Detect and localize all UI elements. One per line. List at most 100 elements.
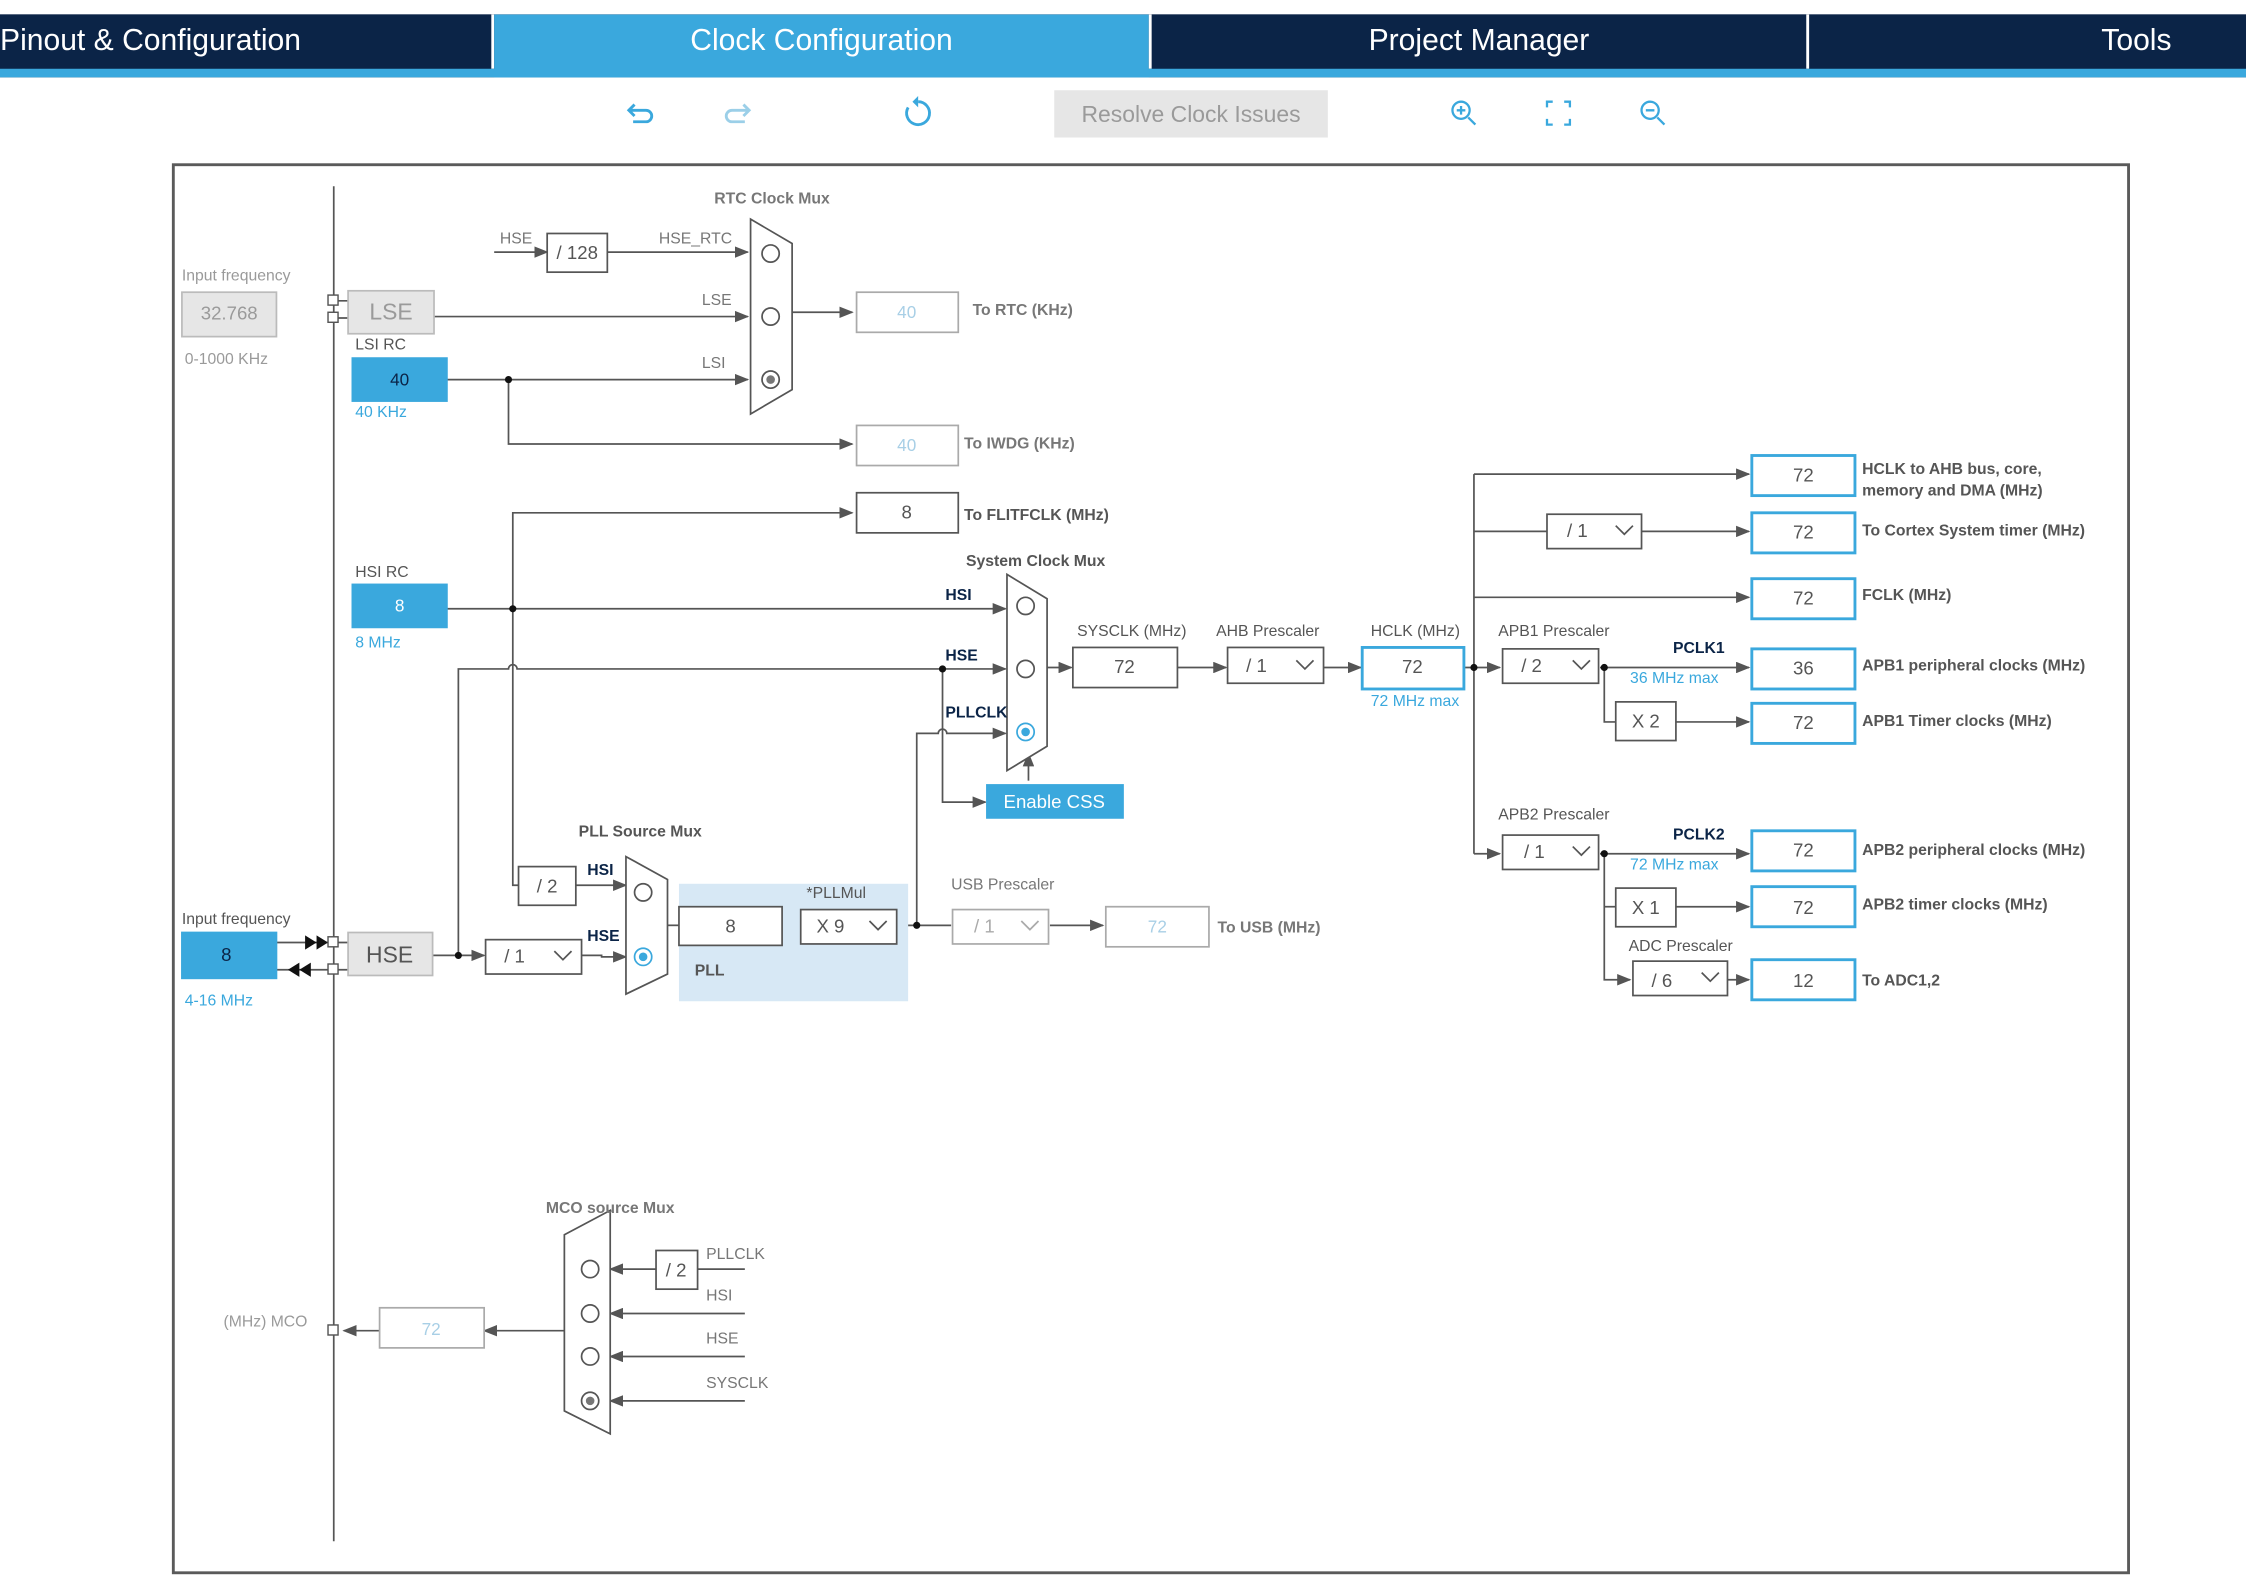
usb-output-label: To USB (MHz) xyxy=(1218,919,1321,936)
fclk-output-field[interactable] xyxy=(1750,577,1857,621)
apb1-peripheral-output-value: 36 xyxy=(1793,658,1814,679)
adc-output-label: To ADC1,2 xyxy=(1862,972,1940,989)
hclk-field[interactable] xyxy=(1360,646,1466,691)
fit-to-screen-icon[interactable] xyxy=(1541,95,1575,132)
rtc-output-field xyxy=(855,291,960,334)
redo-icon[interactable] xyxy=(719,95,753,132)
pll-mul-select[interactable] xyxy=(799,908,898,945)
lse-block-label: LSE xyxy=(369,298,412,324)
cortex-timer-div-value: / 1 xyxy=(1567,520,1588,541)
hse-input-value: 8 xyxy=(221,944,231,965)
pll-mul-label: *PLLMul xyxy=(806,885,866,902)
hse-block-label: HSE xyxy=(366,942,413,968)
pll-src-hse-label: HSE xyxy=(587,928,619,945)
apb2-timer-output-value: 72 xyxy=(1793,897,1814,918)
mco-radio-hsi[interactable] xyxy=(580,1304,600,1323)
hse-div128-box xyxy=(546,232,609,274)
apb2-peripheral-output-field[interactable] xyxy=(1750,829,1857,873)
cortex-timer-output-field[interactable] xyxy=(1750,511,1857,555)
tab-separator xyxy=(1806,14,1810,69)
rtc-div128-label: / 128 xyxy=(557,242,598,263)
pclk2-label: PCLK2 xyxy=(1673,826,1725,843)
apb2-timer-mul-box xyxy=(1614,887,1677,928)
undo-icon[interactable] xyxy=(625,95,659,132)
tab-separator xyxy=(1148,14,1152,69)
pll-input-field xyxy=(678,905,783,947)
flitfclk-output-field xyxy=(855,491,960,534)
fclk-output-label: FCLK (MHz) xyxy=(1862,587,1951,604)
apb1-prescaler-select[interactable] xyxy=(1501,648,1600,685)
enable-css-button[interactable] xyxy=(986,784,1124,819)
adc-output-value: 12 xyxy=(1793,970,1814,991)
flitfclk-output-label: To FLITFCLK (MHz) xyxy=(964,507,1109,524)
cortex-timer-div-select[interactable] xyxy=(1546,513,1643,550)
zoom-in-icon[interactable] xyxy=(1447,95,1481,132)
hse-input-label: Input frequency xyxy=(182,911,291,928)
ahb-output-field[interactable] xyxy=(1750,454,1857,498)
mco-output-label: (MHz) MCO xyxy=(223,1313,307,1330)
sys-mux-title: System Clock Mux xyxy=(966,553,1105,570)
apb2-timer-output-field[interactable] xyxy=(1750,885,1857,929)
iwdg-output-field xyxy=(855,424,960,467)
ahb-prescaler-label: AHB Prescaler xyxy=(1216,623,1319,640)
mco-pll-div2-box xyxy=(655,1249,699,1291)
mco-output-value: 72 xyxy=(422,1319,441,1339)
pll-label: PLL xyxy=(695,962,725,979)
lse-input-label: Input frequency xyxy=(182,268,291,285)
apb2-prescaler-select[interactable] xyxy=(1501,834,1600,871)
sysclk-value: 72 xyxy=(1114,656,1135,677)
cortex-timer-output-value: 72 xyxy=(1793,522,1814,543)
sysclk-field[interactable] xyxy=(1072,646,1179,689)
tab-tools[interactable]: Tools xyxy=(2101,24,2172,58)
pll-source-mux xyxy=(625,855,669,996)
adc-output-field[interactable] xyxy=(1750,958,1857,1002)
adc-prescaler-select[interactable] xyxy=(1632,960,1729,997)
mco-hse-label: HSE xyxy=(706,1331,738,1348)
hse-input-frequency-field[interactable] xyxy=(181,931,278,980)
mco-output-field xyxy=(378,1306,486,1349)
reset-icon[interactable] xyxy=(900,95,937,132)
sys-mux-radio-hse[interactable] xyxy=(1016,659,1036,679)
apb2-timer-mul-label: X 1 xyxy=(1632,897,1660,918)
hclk-value: 72 xyxy=(1402,656,1423,677)
radio-selected-dots xyxy=(585,375,1030,1406)
pll-input-value: 8 xyxy=(725,915,735,936)
sys-mux-radio-hsi[interactable] xyxy=(1016,596,1036,616)
resolve-clock-issues-button[interactable]: Resolve Clock Issues xyxy=(1054,90,1328,138)
zoom-out-icon[interactable] xyxy=(1636,95,1670,132)
adc-prescaler-value: / 6 xyxy=(1652,970,1673,991)
apb1-timer-output-field[interactable] xyxy=(1750,701,1857,745)
tab-project-manager[interactable]: Project Manager xyxy=(1368,24,1590,58)
ahb-output-label: HCLK to AHB bus, core, xyxy=(1862,461,2042,478)
mco-hsi-label: HSI xyxy=(706,1288,732,1305)
pclk1-max-note: 36 MHz max xyxy=(1630,670,1719,687)
mco-radio-pllclk[interactable] xyxy=(580,1259,600,1279)
ahb-output-value: 72 xyxy=(1793,464,1814,485)
apb1-peripheral-output-field[interactable] xyxy=(1750,647,1857,691)
lsi-rc-block xyxy=(351,357,448,402)
apb2-peripheral-output-value: 72 xyxy=(1793,840,1814,861)
rtc-mux-radio-hse[interactable] xyxy=(761,244,781,263)
pll-src-radio-hsi[interactable] xyxy=(633,882,653,902)
enable-css-label: Enable CSS xyxy=(1004,791,1105,812)
tab-pinout-configuration[interactable]: Pinout & Configuration xyxy=(0,24,302,58)
mco-radio-hse[interactable] xyxy=(580,1347,600,1366)
tab-clock-configuration[interactable]: Clock Configuration xyxy=(494,14,1149,78)
hse-prediv-select[interactable] xyxy=(484,938,583,975)
apb1-timer-output-value: 72 xyxy=(1793,712,1814,733)
fclk-output-value: 72 xyxy=(1793,587,1814,608)
usb-output-field xyxy=(1104,905,1210,948)
hsi-rc-block xyxy=(351,583,448,629)
pll-hsi-div2-label: / 2 xyxy=(537,875,558,896)
hclk-label: HCLK (MHz) xyxy=(1371,623,1460,640)
lse-input-frequency-field[interactable] xyxy=(181,291,278,338)
lsi-value: 40 xyxy=(390,369,409,389)
apb1-peripheral-output-label: APB1 peripheral clocks (MHz) xyxy=(1862,657,2085,674)
lse-block xyxy=(347,289,435,335)
chevron-down-icon xyxy=(553,525,1720,983)
usb-prescaler-select[interactable] xyxy=(951,908,1050,945)
rtc-mux-radio-lse[interactable] xyxy=(761,307,781,327)
apb1-timer-mul-box xyxy=(1614,701,1677,742)
sysclk-label: SYSCLK (MHz) xyxy=(1077,623,1186,640)
apb2-prescaler-value: / 1 xyxy=(1524,841,1545,862)
